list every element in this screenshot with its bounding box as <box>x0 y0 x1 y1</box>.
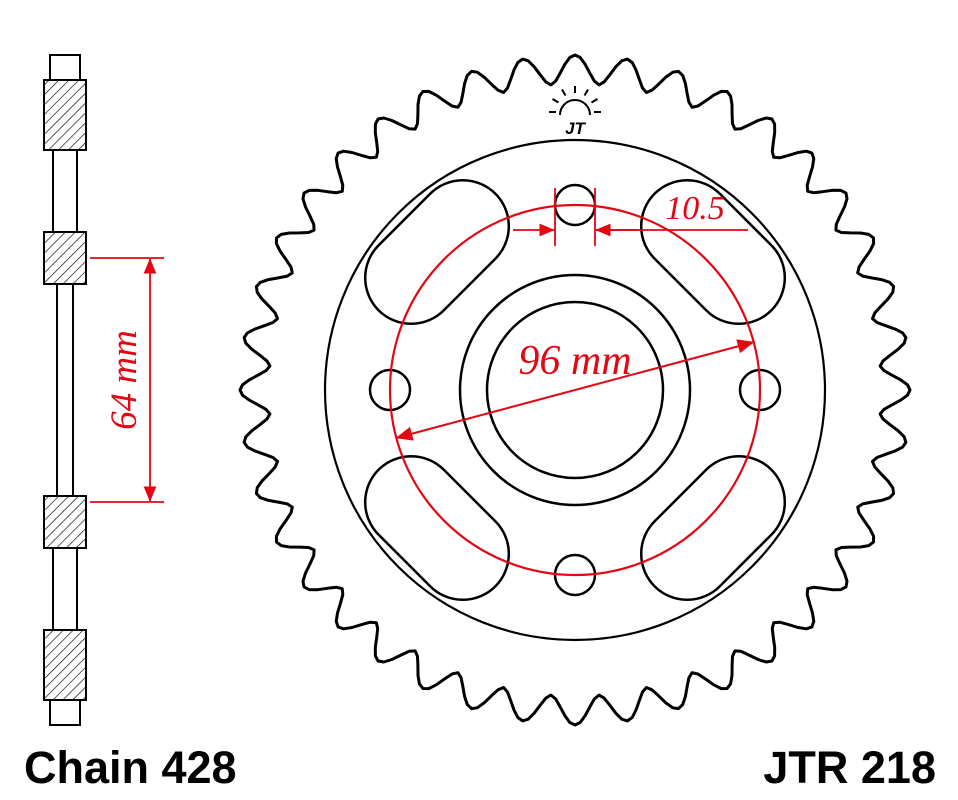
lightening-cutouts <box>363 178 787 602</box>
cutout-top-left <box>363 178 511 326</box>
dimension-annotations: 96 mm 10.5 64 mm <box>90 188 762 577</box>
logo-sun-arc <box>559 99 591 116</box>
dim-text-10-5: 10.5 <box>665 190 725 227</box>
section-plate-web <box>56 283 74 497</box>
logo-sun-rays <box>549 86 601 113</box>
cutout-bottom-right <box>639 454 787 602</box>
section-neck-top <box>52 149 78 233</box>
plate-inner-circle <box>323 138 827 642</box>
section-tooth-bottom <box>49 699 81 726</box>
section-rim-top-hatched <box>43 79 87 151</box>
dim-line-96mm <box>395 339 755 441</box>
logo-text: JT <box>565 119 586 138</box>
dim-text-96mm: 96 mm <box>518 338 631 384</box>
dim-text-64mm: 64 mm <box>104 330 145 430</box>
section-flange-bottom-hatched <box>43 495 87 549</box>
chain-size-label: Chain 428 <box>24 742 237 793</box>
sprocket-side-section-view <box>43 54 87 726</box>
bolt-circle-annotation <box>388 203 762 577</box>
section-tooth-top <box>49 54 81 81</box>
section-neck-bottom <box>52 547 78 631</box>
section-flange-top-hatched <box>43 231 87 285</box>
model-number-label: JTR 218 <box>763 742 936 793</box>
jt-logo: JT <box>549 86 601 138</box>
section-rim-bottom-hatched <box>43 629 87 701</box>
cutout-top-right <box>639 178 787 326</box>
